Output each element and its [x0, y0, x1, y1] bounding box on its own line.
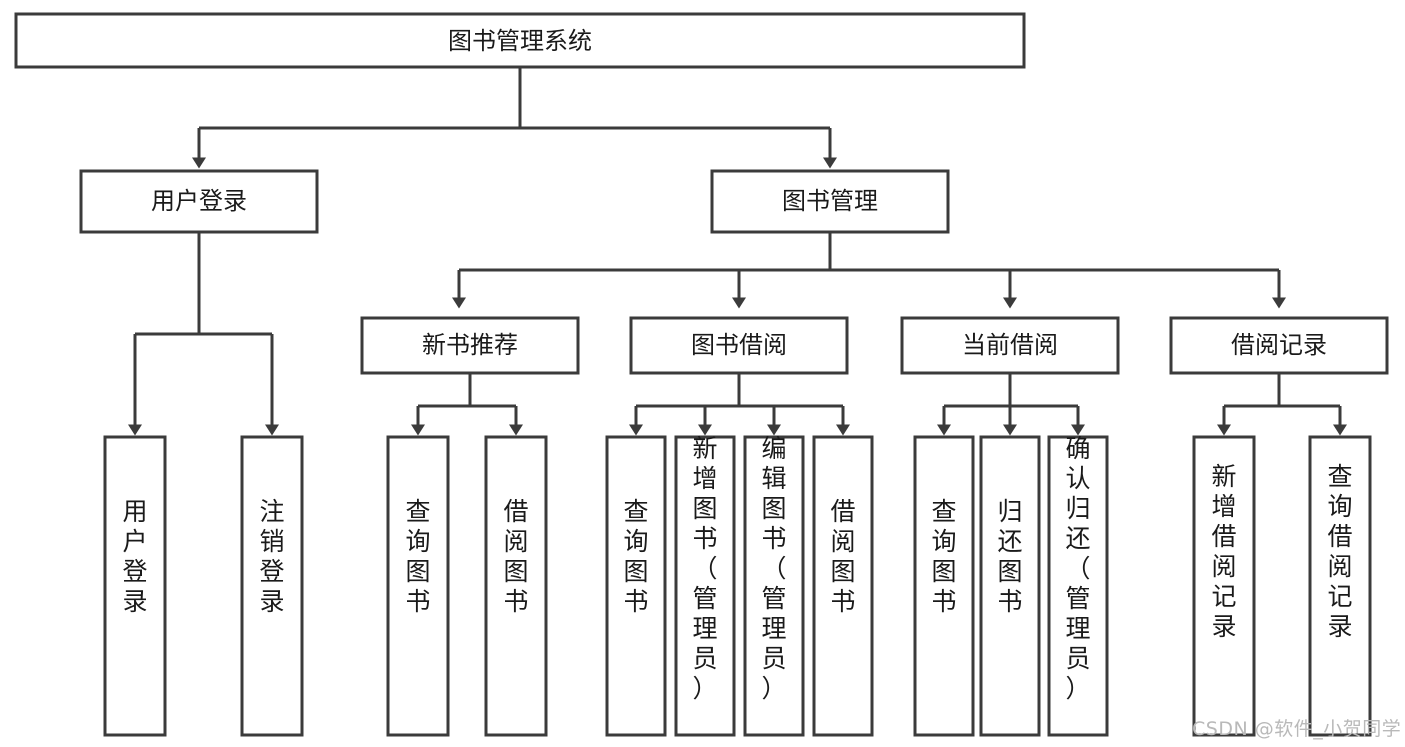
node-new-book-recommend-box[interactable] — [360, 316, 580, 375]
leaf-new-book-1[interactable]: 查询图书 — [386, 435, 450, 737]
node-current-borrow-box[interactable] — [900, 316, 1120, 375]
leaf-book-borrow-4-box[interactable] — [812, 435, 874, 737]
leaf-user-login-1[interactable]: 用户登录 — [103, 435, 167, 737]
leaf-current-borrow-3[interactable]: 确认归还（管理员） — [1047, 434, 1109, 737]
node-book-management[interactable]: 图书管理 — [710, 169, 950, 234]
leaf-current-borrow-2[interactable]: 归还图书 — [979, 435, 1041, 737]
leaf-book-borrow-2-label: 新增图书（管理员） — [692, 434, 717, 703]
leaf-book-borrow-1-box[interactable] — [605, 435, 667, 737]
leaf-borrow-record-1-label: 新增借阅记录 — [1211, 462, 1236, 641]
edges-book-borrow-to-leaves — [629, 373, 850, 436]
leaf-new-book-1-box[interactable] — [386, 435, 450, 737]
node-user-login[interactable]: 用户登录 — [79, 169, 319, 234]
node-current-borrow[interactable]: 当前借阅 — [900, 316, 1120, 375]
node-borrow-record-box[interactable] — [1169, 316, 1389, 375]
leaf-user-login-2-label: 注销登录 — [259, 497, 284, 616]
leaf-new-book-1-label: 查询图书 — [405, 497, 430, 616]
node-book-borrow[interactable]: 图书借阅 — [629, 316, 849, 375]
leaf-book-borrow-2[interactable]: 新增图书（管理员） — [674, 434, 736, 737]
leaf-book-borrow-3-label: 编辑图书（管理员） — [761, 434, 786, 703]
node-new-book-recommend-label: 新书推荐 — [422, 331, 518, 359]
leaf-current-borrow-2-box[interactable] — [979, 435, 1041, 737]
leaf-borrow-record-2[interactable]: 查询借阅记录 — [1308, 435, 1372, 737]
node-user-login-label: 用户登录 — [151, 187, 247, 215]
leaf-new-book-2-label: 借阅图书 — [503, 497, 528, 616]
leaf-book-borrow-1-label: 查询图书 — [623, 497, 648, 616]
leaf-user-login-2-box[interactable] — [240, 435, 304, 737]
node-book-management-box[interactable] — [710, 169, 950, 234]
leaf-current-borrow-3-box[interactable] — [1047, 435, 1109, 737]
edges-borrow-record-to-leaves — [1217, 373, 1347, 436]
leaf-book-borrow-4[interactable]: 借阅图书 — [812, 435, 874, 737]
node-borrow-record[interactable]: 借阅记录 — [1169, 316, 1389, 375]
leaf-borrow-record-1-box[interactable] — [1192, 435, 1256, 737]
leaf-current-borrow-2-label: 归还图书 — [997, 497, 1022, 616]
leaf-book-borrow-3-box[interactable] — [743, 435, 805, 737]
leaf-user-login-2[interactable]: 注销登录 — [240, 435, 304, 737]
leaf-borrow-record-1[interactable]: 新增借阅记录 — [1192, 435, 1256, 737]
leaf-current-borrow-1-box[interactable] — [913, 435, 975, 737]
leaf-book-borrow-3[interactable]: 编辑图书（管理员） — [743, 434, 805, 737]
edges-new-book-to-leaves — [411, 373, 523, 436]
leaf-current-borrow-1-label: 查询图书 — [931, 497, 956, 616]
edges-book-management-to-level3 — [452, 232, 1286, 309]
node-new-book-recommend[interactable]: 新书推荐 — [360, 316, 580, 375]
node-current-borrow-label: 当前借阅 — [962, 331, 1058, 359]
leaf-borrow-record-2-box[interactable] — [1308, 435, 1372, 737]
edges-user-login-to-leaves — [128, 232, 279, 436]
leaf-current-borrow-3-label: 确认归还（管理员） — [1065, 434, 1090, 703]
leaf-new-book-2[interactable]: 借阅图书 — [484, 435, 548, 737]
node-borrow-record-label: 借阅记录 — [1231, 331, 1327, 359]
leaf-new-book-2-box[interactable] — [484, 435, 548, 737]
node-root[interactable]: 图书管理系统 — [14, 12, 1026, 69]
leaf-borrow-record-2-label: 查询借阅记录 — [1327, 462, 1352, 641]
leaf-book-borrow-4-label: 借阅图书 — [830, 497, 855, 616]
node-book-borrow-box[interactable] — [629, 316, 849, 375]
csdn-watermark: CSDN @软件_小贺同学 — [1192, 718, 1402, 740]
node-root-box[interactable] — [14, 12, 1026, 69]
node-root-label: 图书管理系统 — [448, 27, 592, 55]
node-book-management-label: 图书管理 — [782, 187, 878, 215]
edges-current-borrow-to-leaves — [937, 373, 1085, 436]
leaf-current-borrow-1[interactable]: 查询图书 — [913, 435, 975, 737]
leaf-book-borrow-2-box[interactable] — [674, 435, 736, 737]
node-book-borrow-label: 图书借阅 — [691, 331, 787, 359]
edges-root-to-level2 — [192, 67, 837, 169]
leaf-book-borrow-1[interactable]: 查询图书 — [605, 435, 667, 737]
leaf-user-login-1-label: 用户登录 — [122, 497, 147, 616]
leaf-user-login-1-box[interactable] — [103, 435, 167, 737]
